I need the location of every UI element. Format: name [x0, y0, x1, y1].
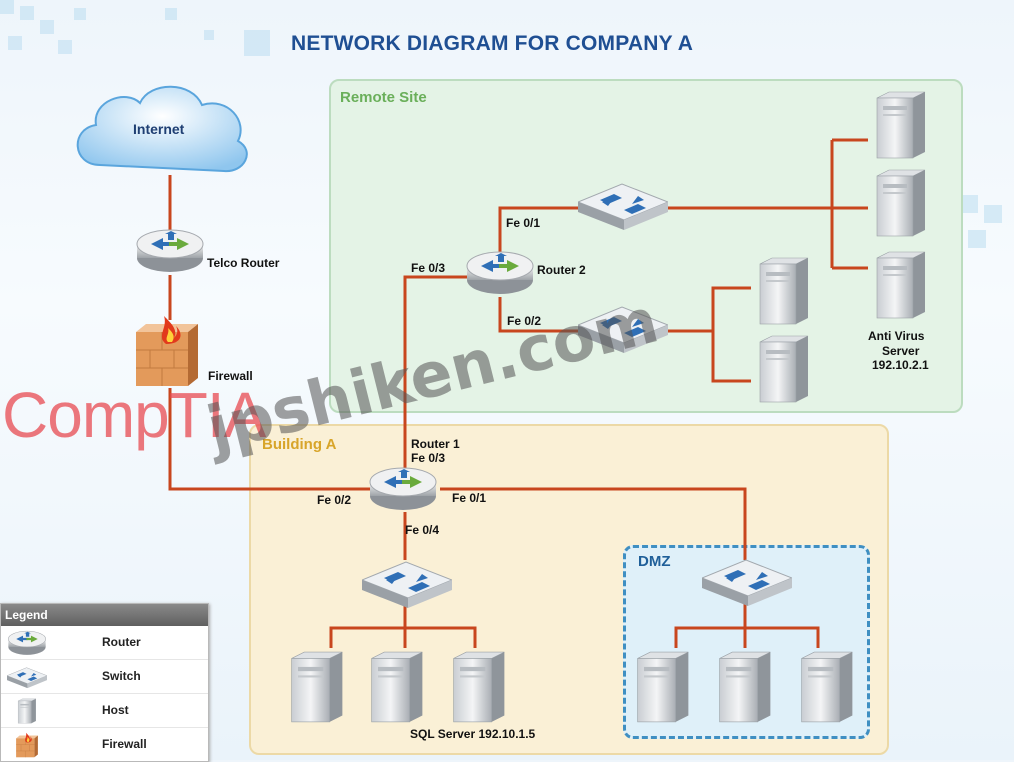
sql-host-2-icon	[371, 651, 423, 723]
decor-square	[960, 195, 978, 213]
building-a-label: Building A	[262, 436, 337, 453]
dmz-host-2-icon	[719, 651, 771, 723]
internet-cloud-icon	[76, 85, 248, 173]
host-legend-icon	[7, 698, 47, 724]
router1-icon	[369, 467, 437, 511]
legend-row-router: Router	[1, 626, 208, 660]
diagram-title: NETWORK DIAGRAM FOR COMPANY A	[291, 32, 694, 55]
decor-square	[8, 36, 22, 50]
router1-fe04-label: Fe 0/4	[405, 523, 440, 537]
remote-site-zone	[329, 79, 963, 413]
legend-switch-label: Switch	[102, 669, 141, 683]
firewall-icon	[135, 315, 199, 387]
router2-label: Router 2	[537, 263, 586, 277]
legend-row-firewall: Firewall	[1, 728, 208, 761]
router1-fe02-label: Fe 0/2	[317, 493, 352, 507]
antivirus-label-1: Anti Virus	[868, 329, 925, 343]
router2-icon	[466, 251, 534, 295]
firewall-label: Firewall	[208, 369, 253, 383]
router-legend-icon	[7, 630, 47, 656]
dmz-label: DMZ	[638, 553, 671, 570]
antivirus-label-3: 192.10.2.1	[872, 358, 929, 372]
decor-square	[968, 230, 986, 248]
antivirus-label-2: Server	[882, 344, 920, 358]
remote-host-1-icon	[759, 257, 809, 325]
decor-square	[0, 0, 14, 14]
legend-firewall-label: Firewall	[102, 737, 147, 751]
legend-host-label: Host	[102, 703, 129, 717]
dmz-switch-icon	[702, 559, 792, 606]
telco-router-icon	[136, 229, 204, 273]
router2-fe01-label: Fe 0/1	[506, 216, 541, 230]
antivirus-server-2-icon	[876, 169, 926, 237]
router1-label: Router 1	[411, 437, 460, 451]
decor-square	[244, 30, 270, 56]
legend-row-host: Host	[1, 694, 208, 728]
remote-site-label: Remote Site	[340, 89, 427, 106]
internet-label: Internet	[133, 121, 185, 137]
decor-square	[40, 20, 54, 34]
antivirus-server-1-icon	[876, 91, 926, 159]
decor-square	[165, 8, 177, 20]
legend-title: Legend	[1, 604, 208, 626]
router1-fe01-label: Fe 0/1	[452, 491, 487, 505]
decor-square	[74, 8, 86, 20]
legend-panel: Legend Router Switch Host Firewall	[0, 603, 209, 762]
dmz-host-3-icon	[801, 651, 853, 723]
telco-router-label: Telco Router	[207, 256, 280, 270]
remote-host-2-icon	[759, 335, 809, 403]
sql-host-1-icon	[291, 651, 343, 723]
decor-square	[204, 30, 214, 40]
router1-fe03-label: Fe 0/3	[411, 451, 446, 465]
firewall-legend-icon	[7, 732, 47, 758]
dmz-host-1-icon	[637, 651, 689, 723]
decor-square	[984, 205, 1002, 223]
router2-fe02-label: Fe 0/2	[507, 314, 542, 328]
antivirus-server-3-icon	[876, 251, 926, 319]
remote-switch1-icon	[578, 183, 668, 230]
decor-square	[20, 6, 34, 20]
decor-square	[58, 40, 72, 54]
comptia-watermark: CompTIA	[2, 379, 266, 451]
sql-server-label: SQL Server 192.10.1.5	[410, 727, 536, 741]
router2-fe03-label: Fe 0/3	[411, 261, 446, 275]
building-switch-icon	[362, 561, 452, 608]
switch-legend-icon	[7, 664, 47, 690]
network-links	[168, 138, 868, 648]
legend-router-label: Router	[102, 635, 141, 649]
legend-row-switch: Switch	[1, 660, 208, 694]
sql-host-3-icon	[453, 651, 505, 723]
